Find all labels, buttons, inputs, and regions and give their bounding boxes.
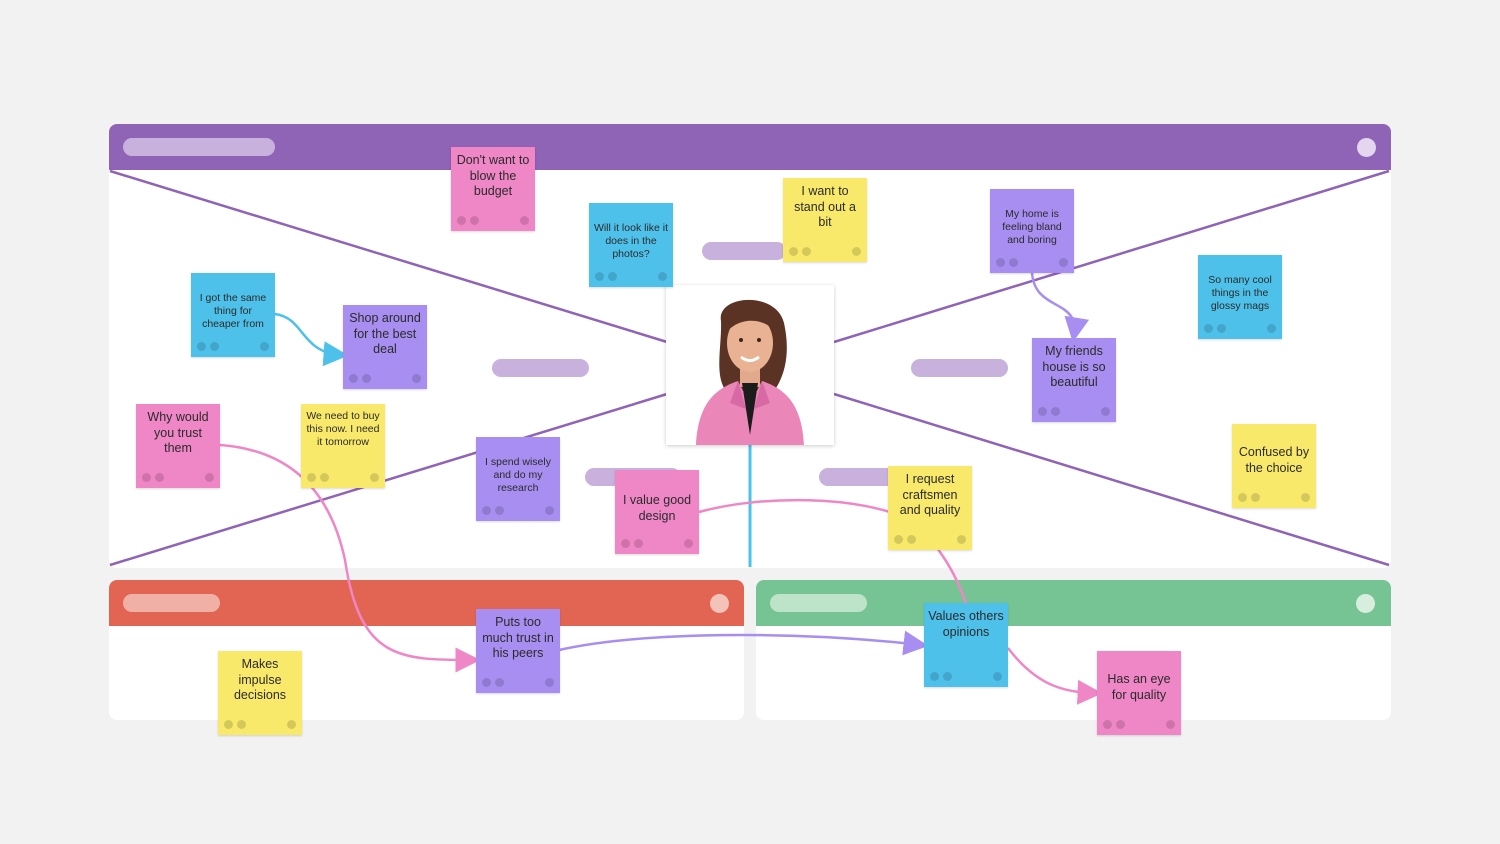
note-text: My friends house is so beautiful [1042,344,1106,389]
sticky-note[interactable]: Values others opinions [924,603,1008,687]
sticky-note[interactable]: We need to buy this now. I need it tomor… [301,404,385,488]
gains-menu-icon[interactable] [1356,594,1375,613]
quadrant-label-placeholder [911,359,1008,377]
gains-frame [756,580,1391,720]
sticky-note[interactable]: Has an eye for quality [1097,651,1181,735]
note-reactions[interactable] [621,539,693,548]
note-reactions[interactable] [457,216,529,225]
note-text: I spend wisely and do my research [485,456,551,494]
note-text: Puts too much trust in his peers [482,615,554,660]
note-text: Shop around for the best deal [349,311,421,356]
sticky-note[interactable]: Why would you trust them [136,404,220,488]
note-text: We need to buy this now. I need it tomor… [306,410,380,448]
connector-arrow [558,630,929,656]
empathy-map-title-placeholder[interactable] [123,138,275,156]
note-reactions[interactable] [482,506,554,515]
empathy-map-menu-icon[interactable] [1357,138,1376,157]
sticky-note[interactable]: I spend wisely and do my research [476,437,560,521]
quadrant-label-placeholder [492,359,589,377]
sticky-note[interactable]: Don't want to blow the budget [451,147,535,231]
pains-menu-icon[interactable] [710,594,729,613]
note-text: Has an eye for quality [1107,672,1171,702]
note-reactions[interactable] [1103,720,1175,729]
sticky-note[interactable]: Shop around for the best deal [343,305,427,389]
diagonal-line [833,392,1390,567]
sticky-note[interactable]: My friends house is so beautiful [1032,338,1116,422]
connector-arrow [1007,647,1103,705]
sticky-note[interactable]: I request craftsmen and quality [888,466,972,550]
note-text: Makes impulse decisions [233,657,287,702]
note-text: Don't want to blow the budget [456,153,530,198]
connector-arrow [274,312,349,367]
pains-frame [109,580,744,720]
gains-title-placeholder[interactable] [770,594,867,612]
empathy-map-header [109,124,1391,170]
quadrant-label-placeholder [702,242,786,260]
note-text: I request craftsmen and quality [899,472,961,517]
note-reactions[interactable] [1038,407,1110,416]
note-reactions[interactable] [1238,493,1310,502]
note-reactions[interactable] [894,535,966,544]
sticky-note[interactable]: Confused by the choice [1232,424,1316,508]
connector-arrow [219,443,481,673]
pains-title-placeholder[interactable] [123,594,220,612]
connector-arrow [1030,271,1090,343]
note-reactions[interactable] [595,272,667,281]
note-text: Values others opinions [928,609,1004,639]
note-reactions[interactable] [789,247,861,256]
sticky-note[interactable]: Puts too much trust in his peers [476,609,560,693]
note-text: Why would you trust them [147,410,209,455]
note-reactions[interactable] [996,258,1068,267]
sticky-note[interactable]: Will it look like it does in the photos? [589,203,673,287]
persona-photo[interactable] [666,285,834,445]
sticky-note[interactable]: I got the same thing for cheaper from [191,273,275,357]
note-reactions[interactable] [349,374,421,383]
note-text: I value good design [622,493,692,523]
note-reactions[interactable] [1204,324,1276,333]
diagonal-line [833,169,1390,344]
sticky-note[interactable]: I want to stand out a bit [783,178,867,262]
note-reactions[interactable] [482,678,554,687]
note-text: Confused by the choice [1238,445,1310,475]
sticky-note[interactable]: So many cool things in the glossy mags [1198,255,1282,339]
note-reactions[interactable] [142,473,214,482]
sticky-note[interactable]: My home is feeling bland and boring [990,189,1074,273]
note-text: I want to stand out a bit [794,184,856,229]
note-reactions[interactable] [307,473,379,482]
diagonal-line [109,169,668,344]
person-icon [666,285,834,445]
sticky-note[interactable]: Makes impulse decisions [218,651,302,735]
note-text: My home is feeling bland and boring [1002,208,1062,246]
note-reactions[interactable] [224,720,296,729]
note-text: So many cool things in the glossy mags [1208,274,1272,312]
diagonal-line [109,392,668,567]
note-reactions[interactable] [930,672,1002,681]
note-text: Will it look like it does in the photos? [593,222,669,260]
sticky-note[interactable]: I value good design [615,470,699,554]
note-reactions[interactable] [197,342,269,351]
note-text: I got the same thing for cheaper from [199,292,267,330]
